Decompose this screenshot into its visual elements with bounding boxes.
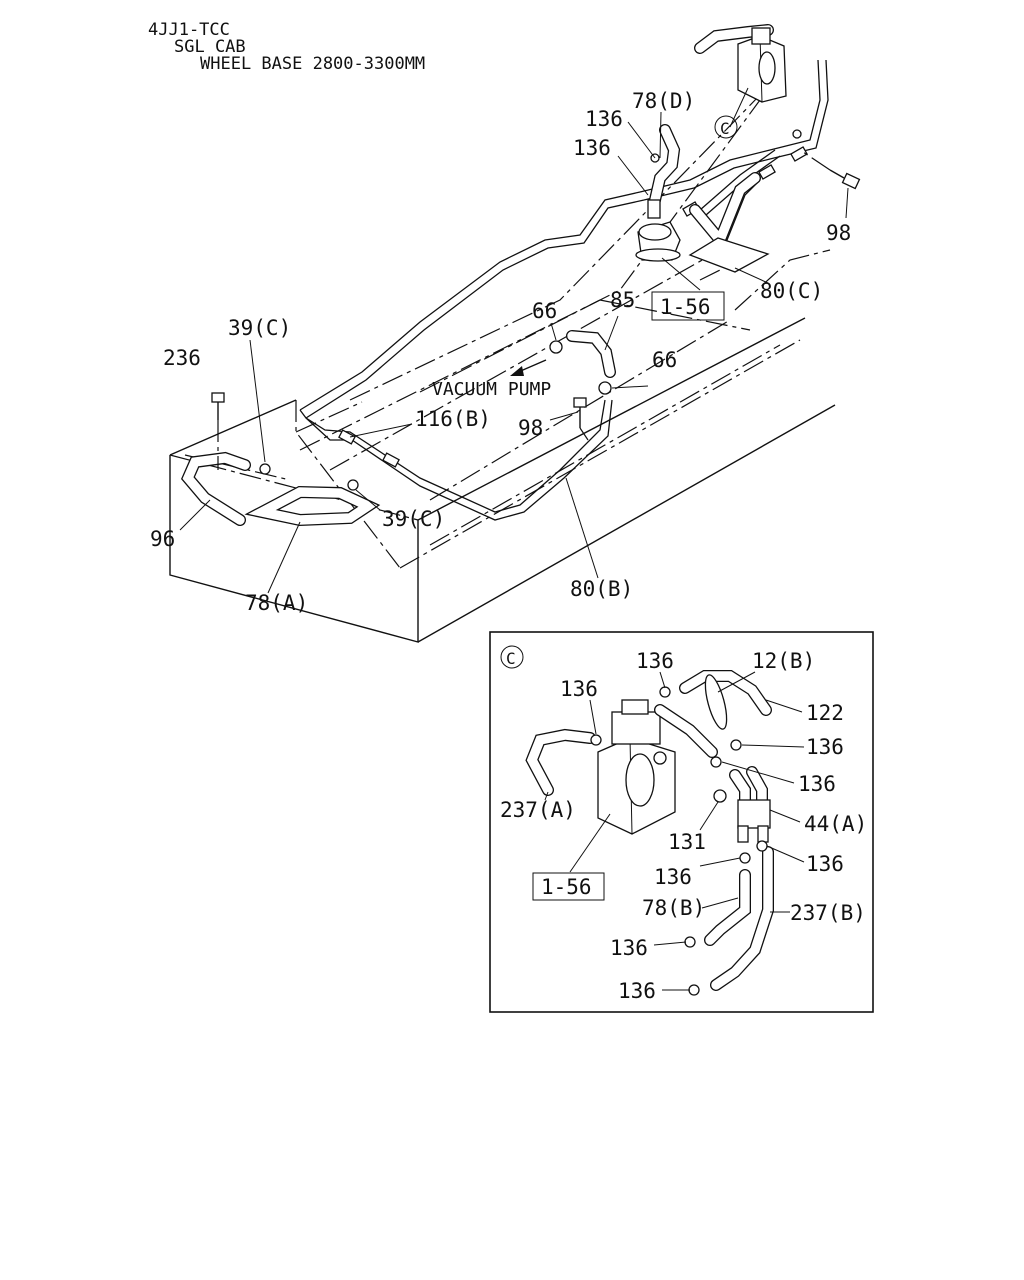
- label-98-upper: 98: [826, 221, 851, 245]
- label-80b: 80(B): [570, 577, 633, 601]
- vacuum-tank-upper: [737, 27, 787, 103]
- label-39c-top: 39(C): [228, 316, 291, 340]
- label-78d: 78(D): [632, 89, 695, 113]
- vacuum-pipes: [299, 59, 829, 521]
- vacuum-tank-main: [635, 199, 681, 262]
- label-vacuum-pump: VACUUM PUMP: [432, 379, 551, 400]
- label-1-56-main: 1-56: [660, 295, 711, 319]
- header-cab: SGL CAB: [174, 37, 246, 57]
- bolt-98-upper: [799, 149, 861, 190]
- circle-c-marker: [714, 115, 738, 139]
- detail-label-136-2: 136: [560, 677, 598, 701]
- detail-label-136-8: 136: [618, 979, 656, 1003]
- detail-c-marker: [500, 645, 524, 669]
- detail-label-12b: 12(B): [752, 649, 815, 673]
- label-85: 85: [610, 288, 635, 312]
- leader-lines-main: [179, 87, 849, 594]
- label-116b: 116(B): [415, 407, 491, 431]
- label-136-a: 136: [585, 107, 623, 131]
- label-78a: 78(A): [245, 591, 308, 615]
- detail-label-44a: 44(A): [804, 812, 867, 836]
- detail-label-237b: 237(B): [790, 901, 866, 925]
- detail-label-1-56: 1-56: [541, 875, 592, 899]
- bracket-and-clamps: [259, 129, 802, 491]
- detail-label-237a: 237(A): [500, 798, 576, 822]
- leader-lines-detail: [544, 671, 805, 991]
- detail-label-136-5: 136: [654, 865, 692, 889]
- vacuum-pump-arrow: [510, 359, 547, 376]
- label-66-b: 66: [652, 348, 677, 372]
- header-wheelbase: WHEEL BASE 2800-3300MM: [200, 54, 425, 74]
- detail-label-136-4: 136: [798, 772, 836, 796]
- detail-c-inset: C: [489, 631, 874, 1013]
- box-1-56-detail: [532, 872, 605, 901]
- detail-connector-44a: [737, 799, 771, 843]
- diagram-header: 4JJ1-TCC SGL CAB WHEEL BASE 2800-3300MM: [148, 20, 425, 74]
- label-39c-bottom: 39(C): [382, 507, 445, 531]
- detail-vacuum-tank: [597, 699, 676, 835]
- label-circle-c: C: [720, 119, 730, 138]
- detail-label-78b: 78(B): [642, 896, 705, 920]
- detail-label-131: 131: [668, 830, 706, 854]
- label-66-a: 66: [532, 299, 557, 323]
- label-136-b: 136: [573, 136, 611, 160]
- detail-label-136-7: 136: [610, 936, 648, 960]
- label-236: 236: [163, 346, 201, 370]
- detail-label-122: 122: [806, 701, 844, 725]
- detail-c-frame: [489, 631, 874, 1013]
- bolt-98-lower: [573, 397, 589, 441]
- detail-label-136-6: 136: [806, 852, 844, 876]
- detail-loop-122: [704, 674, 728, 730]
- detail-label-136-3: 136: [806, 735, 844, 759]
- detail-label-136-1: 136: [636, 649, 674, 673]
- bolt-236: [211, 392, 225, 470]
- box-1-56-main: [651, 291, 725, 321]
- detail-label-circle-c: C: [506, 649, 516, 668]
- label-80c: 80(C): [760, 279, 823, 303]
- label-98-lower: 98: [518, 416, 543, 440]
- vehicle-frame: [169, 94, 836, 643]
- header-engine: 4JJ1-TCC: [148, 20, 230, 40]
- label-96: 96: [150, 527, 175, 551]
- main-part-labels: 78(D) 136 136 C 98 80(C) 1-56 85 66 66 V…: [150, 89, 851, 615]
